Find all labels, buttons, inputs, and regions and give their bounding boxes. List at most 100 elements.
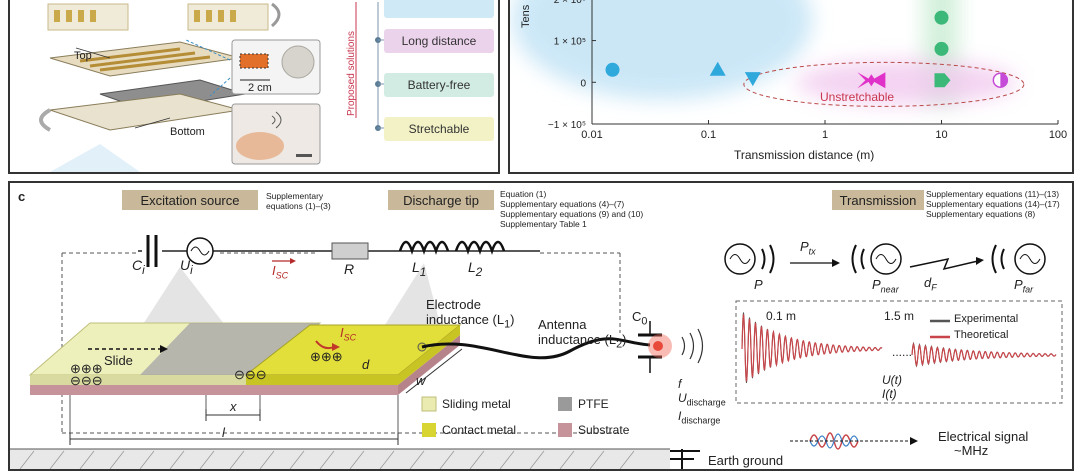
- wave-label-1-5m: 1.5 m: [884, 309, 915, 323]
- electrode-text: inductance (L: [426, 312, 505, 327]
- chart-ticks: 0.01 0.1 1 10 100 2 × 10⁵ 1 × 10⁵ 0 −1 × 10⁵: [548, 0, 1067, 141]
- electrode-sub: 1: [504, 318, 511, 331]
- isc-device-label: ISC: [340, 325, 356, 343]
- legend-swatch-sliding-metal: [421, 396, 437, 412]
- earth-ground-label: Earth ground: [708, 453, 784, 468]
- legend-swatch-substrate: [558, 423, 572, 437]
- i-text: I: [678, 409, 682, 424]
- inductor-l2: [454, 240, 506, 255]
- c0-text: C: [632, 309, 642, 324]
- excitation-source-title: Excitation source: [122, 190, 258, 210]
- waveform-plot: [741, 312, 1057, 384]
- y-axis-label: Tens: [520, 4, 532, 28]
- solution-box-stretchable: Stretchable: [384, 117, 494, 141]
- df-label: dF: [924, 275, 937, 293]
- isc-sub: SC: [275, 270, 289, 281]
- slide-label: Slide: [104, 353, 133, 368]
- df-text: d: [924, 275, 932, 290]
- ref-line: Supplementary: [266, 191, 324, 201]
- proposed-solutions-label: Proposed solutions: [346, 30, 357, 116]
- scale-label: 2 cm: [248, 82, 272, 94]
- data-point-circle: [934, 41, 949, 56]
- legend-substrate: Substrate: [578, 423, 630, 437]
- reception-icon: [851, 244, 865, 274]
- panel-letter: c: [18, 189, 26, 204]
- substrate-layer: [30, 385, 398, 395]
- device-photo-2: [187, 3, 269, 31]
- wave-dots: ......: [892, 345, 913, 359]
- data-point-circle: [934, 10, 949, 25]
- minus-charges-ptfe: ⊖⊖⊖: [234, 367, 267, 382]
- waveform-box: [735, 300, 1063, 404]
- x-tick-label: 0.01: [581, 129, 602, 141]
- pnear-text: P: [872, 277, 881, 292]
- reception-icon-far: [991, 244, 1005, 274]
- ptx-text: P: [800, 239, 809, 254]
- isc-label: ISC: [272, 263, 288, 281]
- discharge-refs: Equation (1) Supplementary equations (4)…: [500, 189, 643, 229]
- electrode-line-1: Electrode: [426, 297, 481, 312]
- y-tick-label: −1 × 10⁵: [548, 120, 586, 131]
- data-point-bowtie-center: [867, 74, 876, 87]
- dashed-frame: [61, 252, 621, 434]
- data-point-circle: [605, 62, 620, 77]
- electrical-signal-freq: ~MHz: [954, 443, 989, 458]
- short-range-region: [512, 0, 813, 100]
- data-point-pentagon: [934, 73, 951, 88]
- minus-charges-left: ⊖⊖⊖: [70, 373, 103, 388]
- unstretchable-label: Unstretchable: [820, 90, 895, 104]
- w-label: w: [416, 373, 426, 388]
- ref-line: Supplementary equations (8): [926, 209, 1036, 219]
- wave-label-0-1m: 0.1 m: [766, 309, 797, 323]
- x-tick-label: 0.1: [701, 129, 716, 141]
- panel-c: c Excitation source Supplementary equati…: [8, 181, 1074, 471]
- transmission-refs: Supplementary equations (11)–(13) Supple…: [926, 189, 1060, 219]
- scatter-chart: 0.01 0.1 1 10 100 2 × 10⁵ 1 × 10⁵ 0 −1 × 10⁵: [512, 0, 1067, 141]
- antenna-wire: [421, 337, 651, 360]
- x-tick-label: 10: [935, 129, 947, 141]
- l1-sub: 1: [419, 265, 427, 279]
- ui-sub: i: [190, 263, 193, 277]
- y-tick-label: 2 × 10⁵: [554, 0, 586, 6]
- c0-sub: 0: [641, 315, 648, 328]
- y-tick-label: 0: [580, 78, 586, 89]
- ui-label: Ui: [180, 257, 193, 277]
- pfar-label: Pfar: [1014, 277, 1033, 295]
- pnear-sub: near: [880, 284, 899, 295]
- projection-cone: [140, 267, 228, 329]
- pfar-sub: far: [1022, 284, 1034, 295]
- discharge-variables: f Udischarge Idischarge: [678, 377, 726, 428]
- data-point-triangle-down: [744, 72, 761, 87]
- legend-contact-metal: Contact metal: [442, 423, 517, 437]
- antenna-line-2: inductance (L2): [538, 332, 627, 351]
- df-sub: F: [931, 282, 937, 293]
- y-tick-label: 1 × 10⁵: [554, 37, 586, 48]
- p-label: P: [754, 277, 763, 292]
- excitation-refs: Supplementary equations (1)–(3): [266, 191, 331, 211]
- ref-line: Equation (1): [500, 189, 547, 199]
- d-label: d: [362, 357, 370, 372]
- top-label: Top: [74, 50, 92, 62]
- electrode-inductance-label: Electrode inductance (L1): [426, 297, 514, 333]
- x-tick-label: 100: [1049, 129, 1067, 141]
- u-var: Udischarge: [678, 391, 726, 409]
- ut-label: U(t): [882, 373, 902, 387]
- f-var: f: [678, 377, 682, 391]
- ui-text: U: [180, 257, 191, 273]
- bottom-label: Bottom: [170, 126, 205, 138]
- x-axis-label: Transmission distance (m): [734, 148, 875, 162]
- legend-experimental: Experimental: [954, 313, 1019, 325]
- isc2-text: I: [340, 325, 344, 340]
- data-point-bowtie-right: [871, 72, 886, 89]
- x-tick-label: 1: [822, 129, 828, 141]
- ref-line: Supplementary equations (14)–(17): [926, 199, 1060, 209]
- electrode-line-2: inductance (L1): [426, 312, 515, 331]
- l1-text: L: [412, 259, 420, 275]
- ground-surface: [10, 449, 670, 469]
- electrical-signal-label: Electrical signal: [938, 429, 1029, 444]
- c0-label: C0: [632, 309, 647, 328]
- ref-line: Supplementary Table 1: [500, 219, 587, 229]
- ref-line: equations (1)–(3): [266, 201, 331, 211]
- pnear-label: Pnear: [872, 277, 899, 295]
- data-point-half-circle-fill: [1000, 73, 1008, 88]
